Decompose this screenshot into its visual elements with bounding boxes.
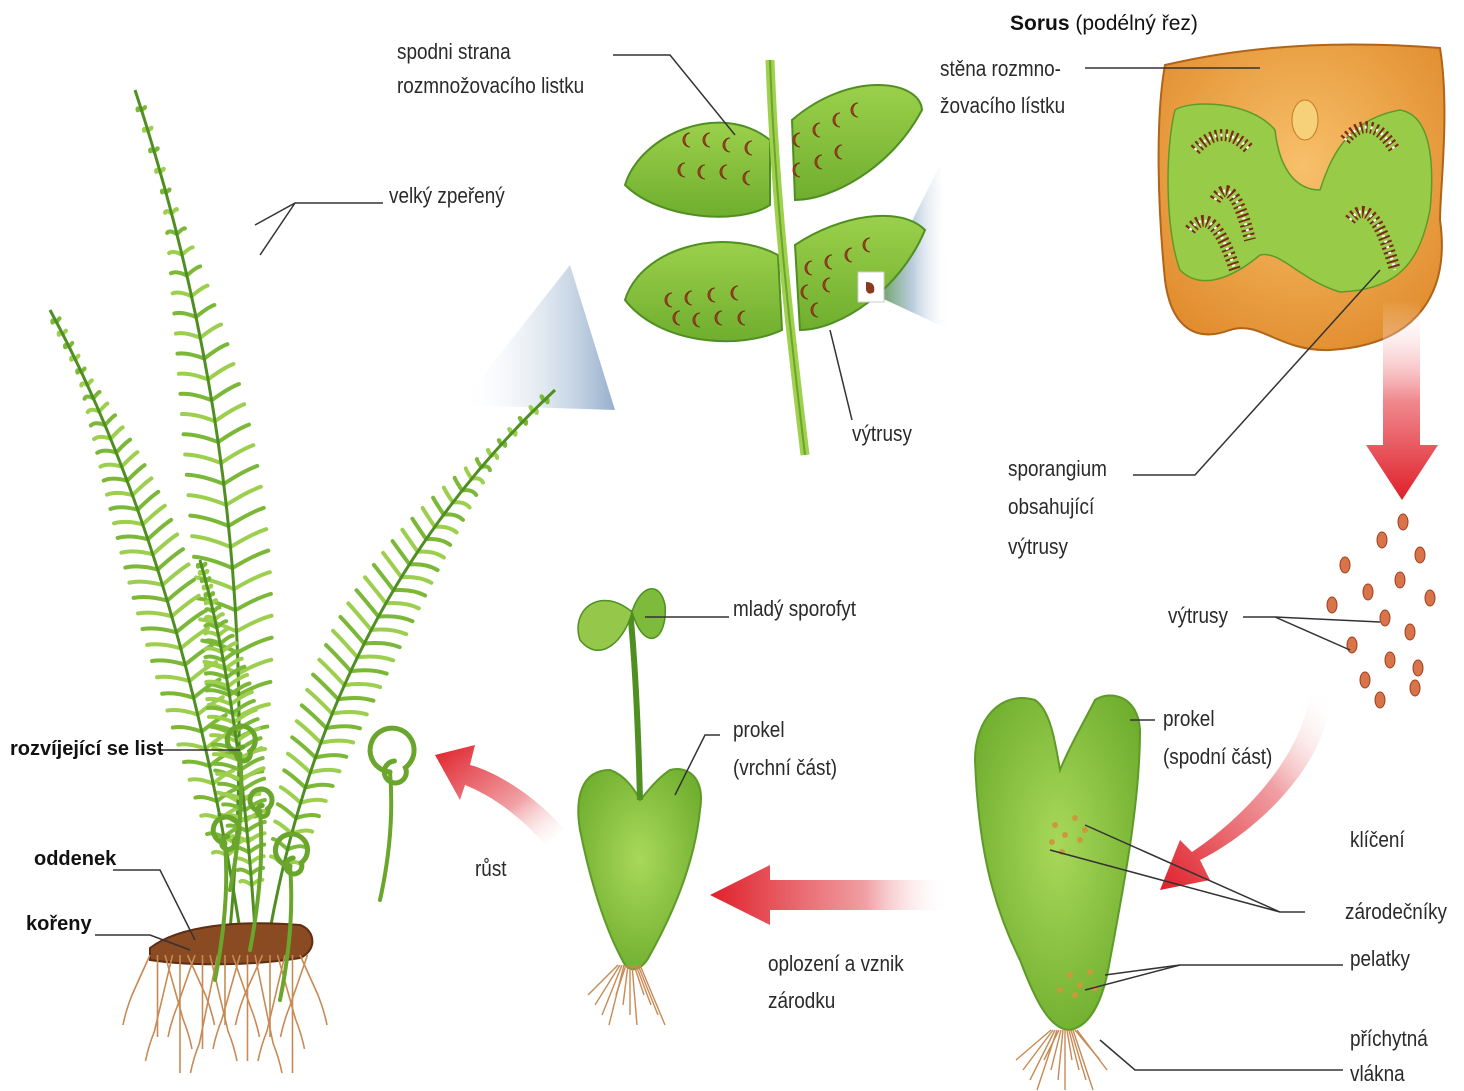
label-spodni-strana-1: spodni strana	[397, 38, 511, 66]
label-velky-zpereny: velký zpeřený	[389, 182, 505, 210]
spore	[1415, 547, 1425, 563]
label-vytrusy-spores: výtrusy	[1168, 602, 1228, 630]
archegonium	[1049, 839, 1055, 845]
label-stena-2: žovacího lístku	[940, 92, 1065, 120]
label-prichytna-1: příchytná	[1350, 1025, 1428, 1053]
label-rozvijejici: rozvíjející se list	[10, 735, 163, 763]
spore	[1327, 597, 1337, 613]
label-mlady-sporofyt: mladý sporofyt	[733, 595, 856, 623]
arrow-growth	[435, 745, 565, 845]
label-prokel-top-1: prokel	[733, 716, 785, 744]
label-prokel-bottom-2: (spodní část)	[1163, 743, 1272, 771]
label-klicen: klíčení	[1350, 826, 1405, 854]
arrow-fertilization	[710, 865, 950, 925]
spore	[1363, 584, 1373, 600]
spore	[1395, 572, 1405, 588]
archegonium	[1072, 815, 1078, 821]
label-spodni-strana-2: rozmnožovacího listku	[397, 72, 584, 100]
archegonium	[1087, 969, 1093, 975]
label-oplozeni-1: oplození a vznik	[768, 950, 904, 978]
label-stena-1: stěna rozmno-	[940, 55, 1061, 83]
label-zarodecniky: zárodečníky	[1345, 898, 1447, 926]
archegonium	[1072, 992, 1078, 998]
spore	[1410, 680, 1420, 696]
label-prokel-bottom-1: prokel	[1163, 705, 1215, 733]
label-oplozeni-2: zárodku	[768, 987, 835, 1015]
sorus-subtitle: (podélný řez)	[1075, 12, 1198, 35]
spore	[1398, 514, 1408, 530]
young-sporophyte	[578, 589, 701, 1025]
fern-plant	[50, 90, 555, 1073]
spore	[1360, 672, 1370, 688]
spores-cluster	[1327, 514, 1435, 708]
spore	[1425, 590, 1435, 606]
fern-frond	[270, 390, 555, 930]
label-sporangium-3: výtrusy	[1008, 533, 1068, 561]
leaf-underside	[625, 60, 925, 455]
label-sporangium-1: sporangium	[1008, 455, 1107, 483]
zoom-wedge-leaf	[460, 265, 615, 410]
archegonium	[1077, 982, 1083, 988]
spore	[1385, 652, 1395, 668]
label-oddenek: oddenek	[34, 845, 116, 873]
label-rust: růst	[475, 855, 507, 883]
label-pelatky: pelatky	[1350, 945, 1410, 973]
label-vytrusy-leaf: výtrusy	[852, 420, 912, 448]
archegonium	[1057, 987, 1063, 993]
label-sporangium-2: obsahující	[1008, 493, 1094, 521]
spore	[1413, 660, 1423, 676]
spore	[1347, 637, 1357, 653]
archegonium	[1082, 827, 1088, 833]
label-koreny: kořeny	[26, 910, 92, 938]
archegonium	[1062, 832, 1068, 838]
prothallus-underside	[975, 695, 1140, 1090]
archegonium	[1052, 822, 1058, 828]
label-prichytna-2: vlákna	[1350, 1060, 1405, 1088]
spore	[1380, 610, 1390, 626]
spore	[1340, 557, 1350, 573]
spore	[1377, 532, 1387, 548]
label-sorus-title: Sorus (podélný řez)	[1010, 10, 1198, 38]
sorus-title: Sorus	[1010, 12, 1070, 35]
spore	[1405, 624, 1415, 640]
archegonium	[1077, 837, 1083, 843]
archegonium	[1067, 972, 1073, 978]
spore	[1375, 692, 1385, 708]
label-prokel-top-2: (vrchní část)	[733, 754, 837, 782]
